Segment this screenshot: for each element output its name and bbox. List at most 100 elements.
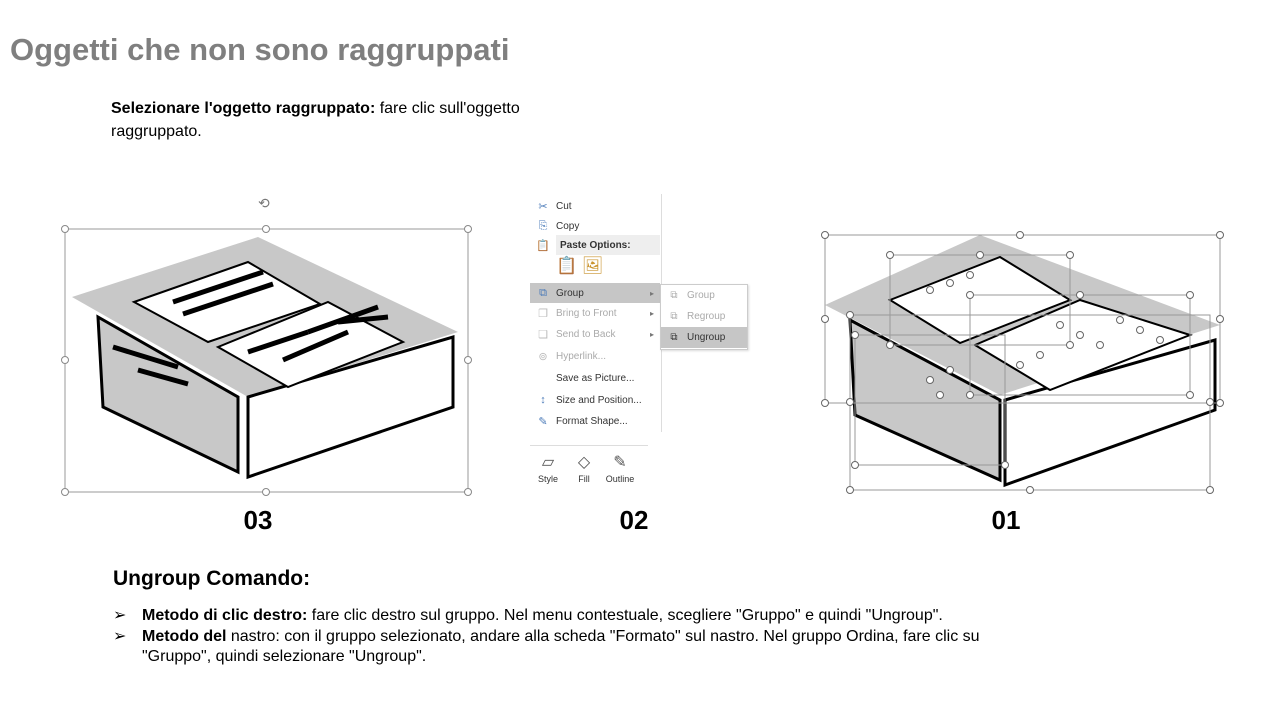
menu-item-hyperlink[interactable]: ⊚Hyperlink...: [530, 346, 660, 366]
selection-handle[interactable]: [1186, 391, 1194, 399]
menu-item-label: Bring to Front: [556, 307, 617, 319]
menu-item-label: Send to Back: [556, 328, 616, 340]
menu-item-save-as-picture[interactable]: Save as Picture...: [530, 368, 660, 388]
menu-item-label: Save as Picture...: [556, 372, 635, 384]
selection-handle[interactable]: [846, 486, 854, 494]
selection-handle[interactable]: [886, 251, 894, 259]
paste-icon: 📋: [536, 239, 550, 252]
ribbon-label: Outline: [605, 474, 635, 484]
ribbon-style-button[interactable]: ▱Style: [530, 452, 566, 484]
submenu-item-group[interactable]: ⧉ Group: [661, 285, 747, 306]
style-icon: ▱: [541, 454, 555, 471]
slide-title: Oggetti che non sono raggruppati: [10, 32, 510, 67]
selection-handle[interactable]: [851, 331, 859, 339]
selection-handle[interactable]: [1096, 341, 1104, 349]
menu-item-label: Size and Position...: [556, 394, 642, 406]
menu-item-send-to-back[interactable]: ❏ Send to Back ▸: [530, 324, 660, 344]
group-icon: ⧉: [670, 290, 678, 301]
submenu-arrow-icon: ▸: [649, 329, 654, 339]
selection-handle[interactable]: [846, 398, 854, 406]
ungroup-icon: ⧉: [670, 332, 678, 343]
selection-handle[interactable]: [966, 391, 974, 399]
menu-item-size-and-position[interactable]: ↕ Size and Position...: [530, 390, 660, 410]
selection-handle[interactable]: [846, 311, 854, 319]
send-back-icon: ❏: [538, 328, 548, 341]
selection-handle[interactable]: [1216, 315, 1224, 323]
menu-item-copy[interactable]: ⎘ Copy: [530, 216, 660, 236]
selection-handle[interactable]: [1116, 316, 1124, 324]
fill-icon: ◇: [577, 454, 591, 471]
bring-front-icon: ❐: [538, 307, 548, 320]
selection-handle[interactable]: [1026, 486, 1034, 494]
intro-bold: Selezionare l'oggetto raggruppato:: [111, 100, 376, 117]
context-menu: ✂Cut⎘Copy📋Paste Options:⧉Group▸❐Bring to…: [530, 194, 662, 432]
bullet-text: nastro: con il gruppo selezionato, andar…: [142, 628, 980, 665]
menu-item-paste-options[interactable]: 📋Paste Options:: [536, 235, 660, 255]
method-list: ➢Metodo di clic destro: fare clic destro…: [113, 606, 983, 668]
menu-item-group[interactable]: ⧉Group▸: [530, 283, 660, 303]
menu-item-label: Group: [556, 287, 584, 299]
shape-ribbon: ▱Style◇Fill✎Outline: [530, 445, 648, 484]
bullet-text: fare clic destro sul gruppo. Nel menu co…: [307, 607, 943, 624]
selection-handle[interactable]: [1206, 398, 1214, 406]
selection-handle[interactable]: [821, 399, 829, 407]
size-icon: ↕: [540, 394, 546, 406]
paste-options-icons[interactable]: 📋 🖼: [556, 256, 604, 275]
selection-handle[interactable]: [946, 279, 954, 287]
submenu-item-regroup[interactable]: ⧉ Regroup: [661, 306, 747, 327]
bullet-item: ➢Metodo di clic destro: fare clic destro…: [113, 606, 983, 626]
selection-handle[interactable]: [966, 271, 974, 279]
selection-handle[interactable]: [821, 231, 829, 239]
selection-handle[interactable]: [1136, 326, 1144, 334]
grouped-printer-figure[interactable]: ⟲: [58, 192, 478, 502]
submenu-arrow-icon: ▸: [649, 308, 654, 318]
submenu-arrow-icon: ▸: [649, 288, 654, 298]
menu-item-label: Copy: [556, 220, 580, 232]
menu-item-bring-to-front[interactable]: ❐ Bring to Front ▸: [530, 303, 660, 323]
section-title: Ungroup Comando:: [113, 567, 311, 590]
selection-handle[interactable]: [1206, 486, 1214, 494]
copy-icon: ⎘: [538, 219, 548, 232]
selection-handle[interactable]: [821, 315, 829, 323]
selection-handle[interactable]: [1076, 291, 1084, 299]
selection-handle[interactable]: [1001, 461, 1009, 469]
bullet-item: ➢Metodo del nastro: con il gruppo selezi…: [113, 627, 983, 667]
selection-handle[interactable]: [1186, 291, 1194, 299]
selection-handle[interactable]: [926, 286, 934, 294]
link-icon: ⊚: [538, 350, 548, 363]
ribbon-outline-button[interactable]: ✎Outline: [602, 452, 638, 484]
regroup-icon: ⧉: [670, 311, 678, 322]
figure-label: 02: [619, 505, 649, 535]
menu-item-format-shape[interactable]: ✎ Format Shape...: [530, 411, 660, 431]
selection-handle[interactable]: [966, 291, 974, 299]
submenu-item-label: Group: [687, 290, 715, 301]
selection-handle[interactable]: [976, 251, 984, 259]
submenu-item-label: Ungroup: [687, 332, 726, 343]
selection-handle[interactable]: [1066, 341, 1074, 349]
menu-item-cut[interactable]: ✂Cut: [530, 196, 660, 216]
selection-handle[interactable]: [1066, 251, 1074, 259]
submenu-item-ungroup[interactable]: ⧉ Ungroup: [661, 327, 747, 348]
selection-handle[interactable]: [886, 341, 894, 349]
selection-handle[interactable]: [946, 366, 954, 374]
selection-handle[interactable]: [1036, 351, 1044, 359]
format-icon: ✎: [538, 415, 548, 428]
intro-body: fare clic sull'oggetto raggruppato.: [111, 100, 520, 140]
selection-handle[interactable]: [1216, 231, 1224, 239]
figure-label: 01: [991, 505, 1021, 535]
ribbon-fill-button[interactable]: ◇Fill: [566, 452, 602, 484]
selection-handle[interactable]: [1016, 361, 1024, 369]
selection-handle[interactable]: [1216, 399, 1224, 407]
selection-handle[interactable]: [926, 376, 934, 384]
menu-item-label: Cut: [556, 200, 572, 212]
ungrouped-printer-figure[interactable]: [820, 195, 1230, 495]
selection-handle[interactable]: [1076, 331, 1084, 339]
menu-item-label: Format Shape...: [556, 415, 628, 427]
submenu-item-label: Regroup: [687, 311, 726, 322]
selection-handle[interactable]: [1156, 336, 1164, 344]
bullet-bold: Metodo di clic destro:: [142, 607, 308, 624]
selection-handle[interactable]: [936, 391, 944, 399]
selection-handle[interactable]: [1016, 231, 1024, 239]
selection-handle[interactable]: [1056, 321, 1064, 329]
selection-handle[interactable]: [851, 461, 859, 469]
